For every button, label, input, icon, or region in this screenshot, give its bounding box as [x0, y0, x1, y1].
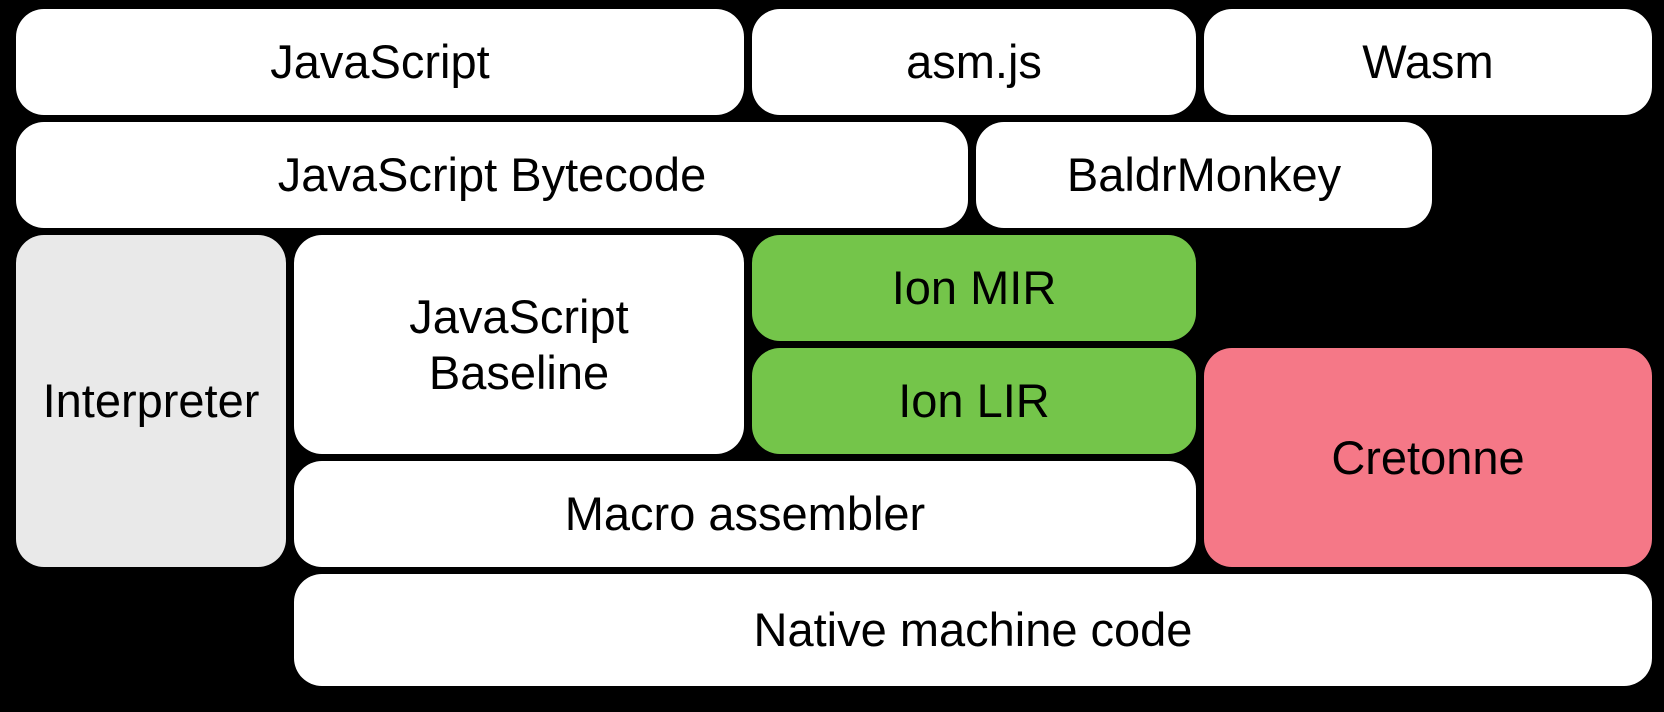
box-macro-assembler-label: Macro assembler [564, 487, 926, 541]
box-native-machine-code: Native machine code [294, 574, 1652, 686]
box-ion-lir-label: Ion LIR [898, 374, 1050, 428]
box-javascript-bytecode: JavaScript Bytecode [16, 122, 968, 228]
box-javascript-baseline: JavaScript Baseline [294, 235, 744, 454]
box-javascript-baseline-label: JavaScript Baseline [409, 290, 629, 399]
box-wasm-label: Wasm [1362, 35, 1494, 89]
box-javascript-bytecode-label: JavaScript Bytecode [277, 148, 707, 202]
box-ion-lir: Ion LIR [752, 348, 1196, 454]
box-interpreter: Interpreter [16, 235, 286, 567]
box-macro-assembler: Macro assembler [294, 461, 1196, 567]
box-ion-mir-label: Ion MIR [891, 261, 1057, 315]
box-interpreter-label: Interpreter [42, 374, 260, 428]
box-wasm: Wasm [1204, 9, 1652, 115]
box-javascript-label: JavaScript [270, 35, 490, 89]
box-cretonne: Cretonne [1204, 348, 1652, 567]
box-cretonne-label: Cretonne [1331, 430, 1525, 484]
box-baldrmonkey: BaldrMonkey [976, 122, 1432, 228]
box-asmjs: asm.js [752, 9, 1196, 115]
box-javascript: JavaScript [16, 9, 744, 115]
box-asmjs-label: asm.js [906, 35, 1042, 89]
box-baldrmonkey-label: BaldrMonkey [1066, 148, 1342, 202]
box-native-machine-code-label: Native machine code [753, 603, 1193, 657]
box-ion-mir: Ion MIR [752, 235, 1196, 341]
